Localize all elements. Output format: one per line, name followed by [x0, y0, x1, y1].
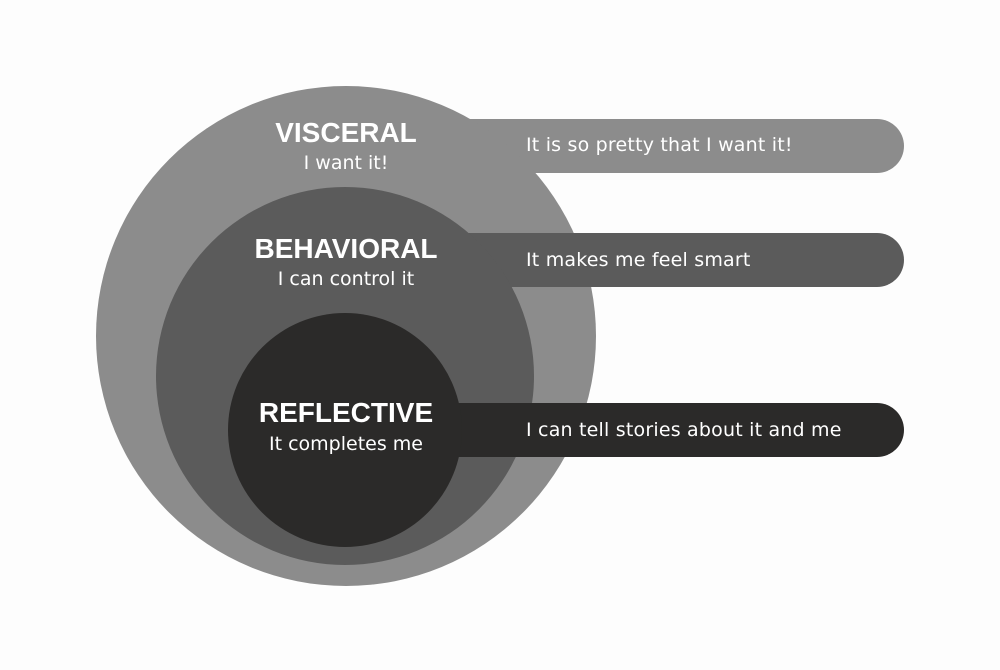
- visceral-subtitle: I want it!: [303, 152, 389, 174]
- reflective-shape: [228, 313, 904, 547]
- reflective-description: I can tell stories about it and me: [526, 419, 842, 441]
- reflective-title: REFLECTIVE: [258, 397, 434, 428]
- reflective-subtitle: It completes me: [269, 433, 423, 455]
- behavioral-subtitle: I can control it: [277, 268, 415, 290]
- reflective-pill: [430, 403, 904, 457]
- behavioral-title: BEHAVIORAL: [254, 233, 438, 264]
- behavioral-description: It makes me feel smart: [526, 249, 751, 271]
- visceral-description: It is so pretty that I want it!: [526, 134, 793, 156]
- visceral-pill: [440, 119, 904, 173]
- behavioral-pill: [440, 233, 904, 287]
- reflective-circle: [228, 313, 462, 547]
- visceral-title: VISCERAL: [275, 117, 417, 148]
